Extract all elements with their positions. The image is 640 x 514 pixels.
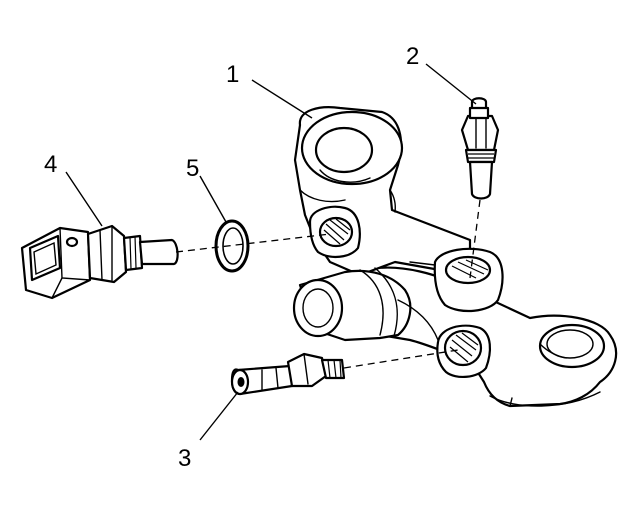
coolant-temperature-sensor-4 [20,224,179,300]
temperature-sender-2 [460,97,500,200]
lower-port-threads [449,332,479,363]
callout-5: 5 [186,155,199,182]
leader-line-5 [199,175,227,223]
leader-line-3 [199,391,239,441]
callout-2: 2 [406,43,419,70]
leader-line-2 [425,63,477,105]
top-port-threads [451,259,489,279]
callout-4: 4 [44,151,57,178]
callout-1: 1 [226,61,239,88]
o-ring-seal-5 [214,219,250,273]
callout-3: 3 [178,445,191,472]
leader-line-1 [251,79,313,119]
leader-line-4 [65,171,103,227]
coolant-temperature-sensor-3 [230,352,346,396]
coolant-outlet-housing [292,106,618,408]
install-line-2 [469,199,481,279]
left-port-threads [323,218,351,245]
install-line-3 [343,349,459,369]
install-line-4 [175,233,331,253]
